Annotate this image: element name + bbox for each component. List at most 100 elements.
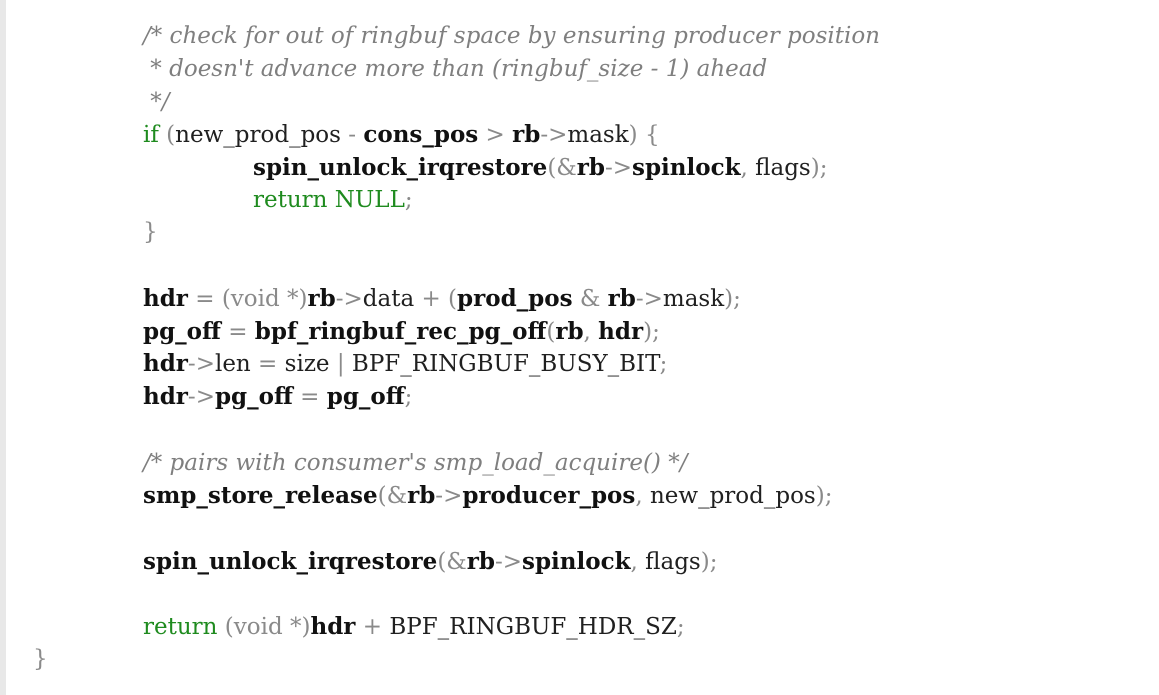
code-token: ); xyxy=(724,286,741,312)
code-token: ; xyxy=(676,614,685,640)
code-token: pg_off xyxy=(326,383,405,410)
code-token: BPF_RINGBUF_HDR_SZ xyxy=(389,614,677,640)
code-token: ; xyxy=(404,384,413,410)
code-token: ; xyxy=(659,351,668,377)
code-token: *) xyxy=(279,286,308,312)
code-token: rb xyxy=(407,482,436,509)
code-line-16: } xyxy=(33,643,48,675)
code-token: /* pairs with consumer's smp_load_acquir… xyxy=(143,450,688,476)
code-token: bpf_ringbuf_rec_pg_off xyxy=(254,318,547,345)
code-token: rb xyxy=(512,121,541,148)
code-token: producer_pos xyxy=(462,482,636,509)
code-token: NULL xyxy=(327,187,405,213)
code-token: pg_off xyxy=(143,318,221,345)
code-token: prod_pos xyxy=(457,285,573,312)
code-token: = xyxy=(220,319,255,345)
code-token: ); xyxy=(810,155,828,181)
code-token: ( xyxy=(217,614,234,640)
code-token: ); xyxy=(815,483,833,509)
code-token: new_prod_pos xyxy=(175,122,341,148)
code-token: -> xyxy=(187,351,215,377)
code-token: = xyxy=(250,351,285,377)
code-token: spinlock xyxy=(522,548,631,575)
code-token: ; xyxy=(404,187,413,213)
code-token: smp_store_release xyxy=(143,482,378,509)
code-token: & xyxy=(572,286,608,312)
code-token: spin_unlock_irqrestore xyxy=(143,548,438,575)
code-token: -> xyxy=(335,286,363,312)
code-line-11: hdr->pg_off = pg_off; xyxy=(143,381,412,413)
code-token: ); xyxy=(643,319,660,345)
code-token: len xyxy=(214,351,251,377)
code-token: rb xyxy=(466,548,495,575)
code-line-12: /* pairs with consumer's smp_load_acquir… xyxy=(143,447,687,479)
code-token: rb xyxy=(555,318,584,345)
code-token: data xyxy=(362,286,415,312)
code-line-1: /* check for out of ringbuf space by ens… xyxy=(143,20,880,52)
code-token: } xyxy=(33,646,48,672)
code-token: flags xyxy=(645,549,701,575)
code-token: (& xyxy=(377,483,408,509)
code-token: -> xyxy=(604,155,633,181)
code-token: | xyxy=(329,351,352,377)
code-token: * doesn't advance more than (ringbuf_siz… xyxy=(143,56,768,82)
code-token: pg_off xyxy=(214,383,293,410)
left-gutter xyxy=(0,0,6,695)
code-token: /* check for out of ringbuf space by ens… xyxy=(143,23,880,49)
code-token: cons_pos xyxy=(363,121,479,148)
code-token: , xyxy=(635,483,650,509)
code-line-7: } xyxy=(143,216,158,248)
code-token: BPF_RINGBUF_BUSY_BIT xyxy=(351,351,660,377)
code-line-14: spin_unlock_irqrestore(&rb->spinlock, fl… xyxy=(143,546,717,578)
code-token: (& xyxy=(547,155,577,181)
code-token: > xyxy=(478,122,513,148)
code-line-3: */ xyxy=(143,86,169,118)
code-line-4: if (new_prod_pos - cons_pos > rb->mask) … xyxy=(143,119,660,151)
code-line-13: smp_store_release(&rb->producer_pos, new… xyxy=(143,480,832,512)
code-token: spin_unlock_irqrestore xyxy=(253,154,548,181)
code-token: return xyxy=(143,614,218,640)
code-token: - xyxy=(340,122,364,148)
code-token: -> xyxy=(540,122,568,148)
code-token: hdr xyxy=(598,318,644,345)
code-line-10: hdr->len = size | BPF_RINGBUF_BUSY_BIT; xyxy=(143,348,667,380)
code-token: rb xyxy=(607,285,636,312)
code-line-5: spin_unlock_irqrestore(&rb->spinlock, fl… xyxy=(253,152,827,184)
code-token: hdr xyxy=(310,613,356,640)
code-token: mask xyxy=(567,122,629,148)
code-token: , xyxy=(583,319,599,345)
code-token: = xyxy=(292,384,327,410)
code-token: , xyxy=(630,549,646,575)
code-token: -> xyxy=(435,483,463,509)
code-token: rb xyxy=(576,154,605,181)
code-token: mask xyxy=(662,286,725,312)
code-token: flags xyxy=(755,155,811,181)
code-token: void xyxy=(233,614,283,640)
code-token: (& xyxy=(437,549,467,575)
code-token: , xyxy=(740,155,756,181)
code-token: new_prod_pos xyxy=(649,483,816,509)
code-token: hdr xyxy=(143,383,188,410)
code-token: rb xyxy=(307,285,336,312)
code-token: hdr xyxy=(143,285,188,312)
code-token: -> xyxy=(187,384,215,410)
code-token: -> xyxy=(494,549,523,575)
code-token: ); xyxy=(700,549,718,575)
code-token: size xyxy=(284,351,330,377)
code-line-15: return (void *)hdr + BPF_RINGBUF_HDR_SZ; xyxy=(143,611,685,643)
code-line-8: hdr = (void *)rb->data + (prod_pos & rb-… xyxy=(143,283,741,315)
code-token: hdr xyxy=(143,350,188,377)
code-token: + xyxy=(355,614,390,640)
code-token: + ( xyxy=(414,286,458,312)
code-token: -> xyxy=(635,286,663,312)
code-token: void xyxy=(230,286,280,312)
code-token: ( xyxy=(546,319,556,345)
code-token: ) { xyxy=(628,122,660,148)
code-token: spinlock xyxy=(632,154,741,181)
code-token: if xyxy=(143,122,159,148)
code-line-9: pg_off = bpf_ringbuf_rec_pg_off(rb, hdr)… xyxy=(143,316,660,348)
code-token: = ( xyxy=(187,286,231,312)
code-token: return xyxy=(253,187,328,213)
code-token: } xyxy=(143,219,158,245)
